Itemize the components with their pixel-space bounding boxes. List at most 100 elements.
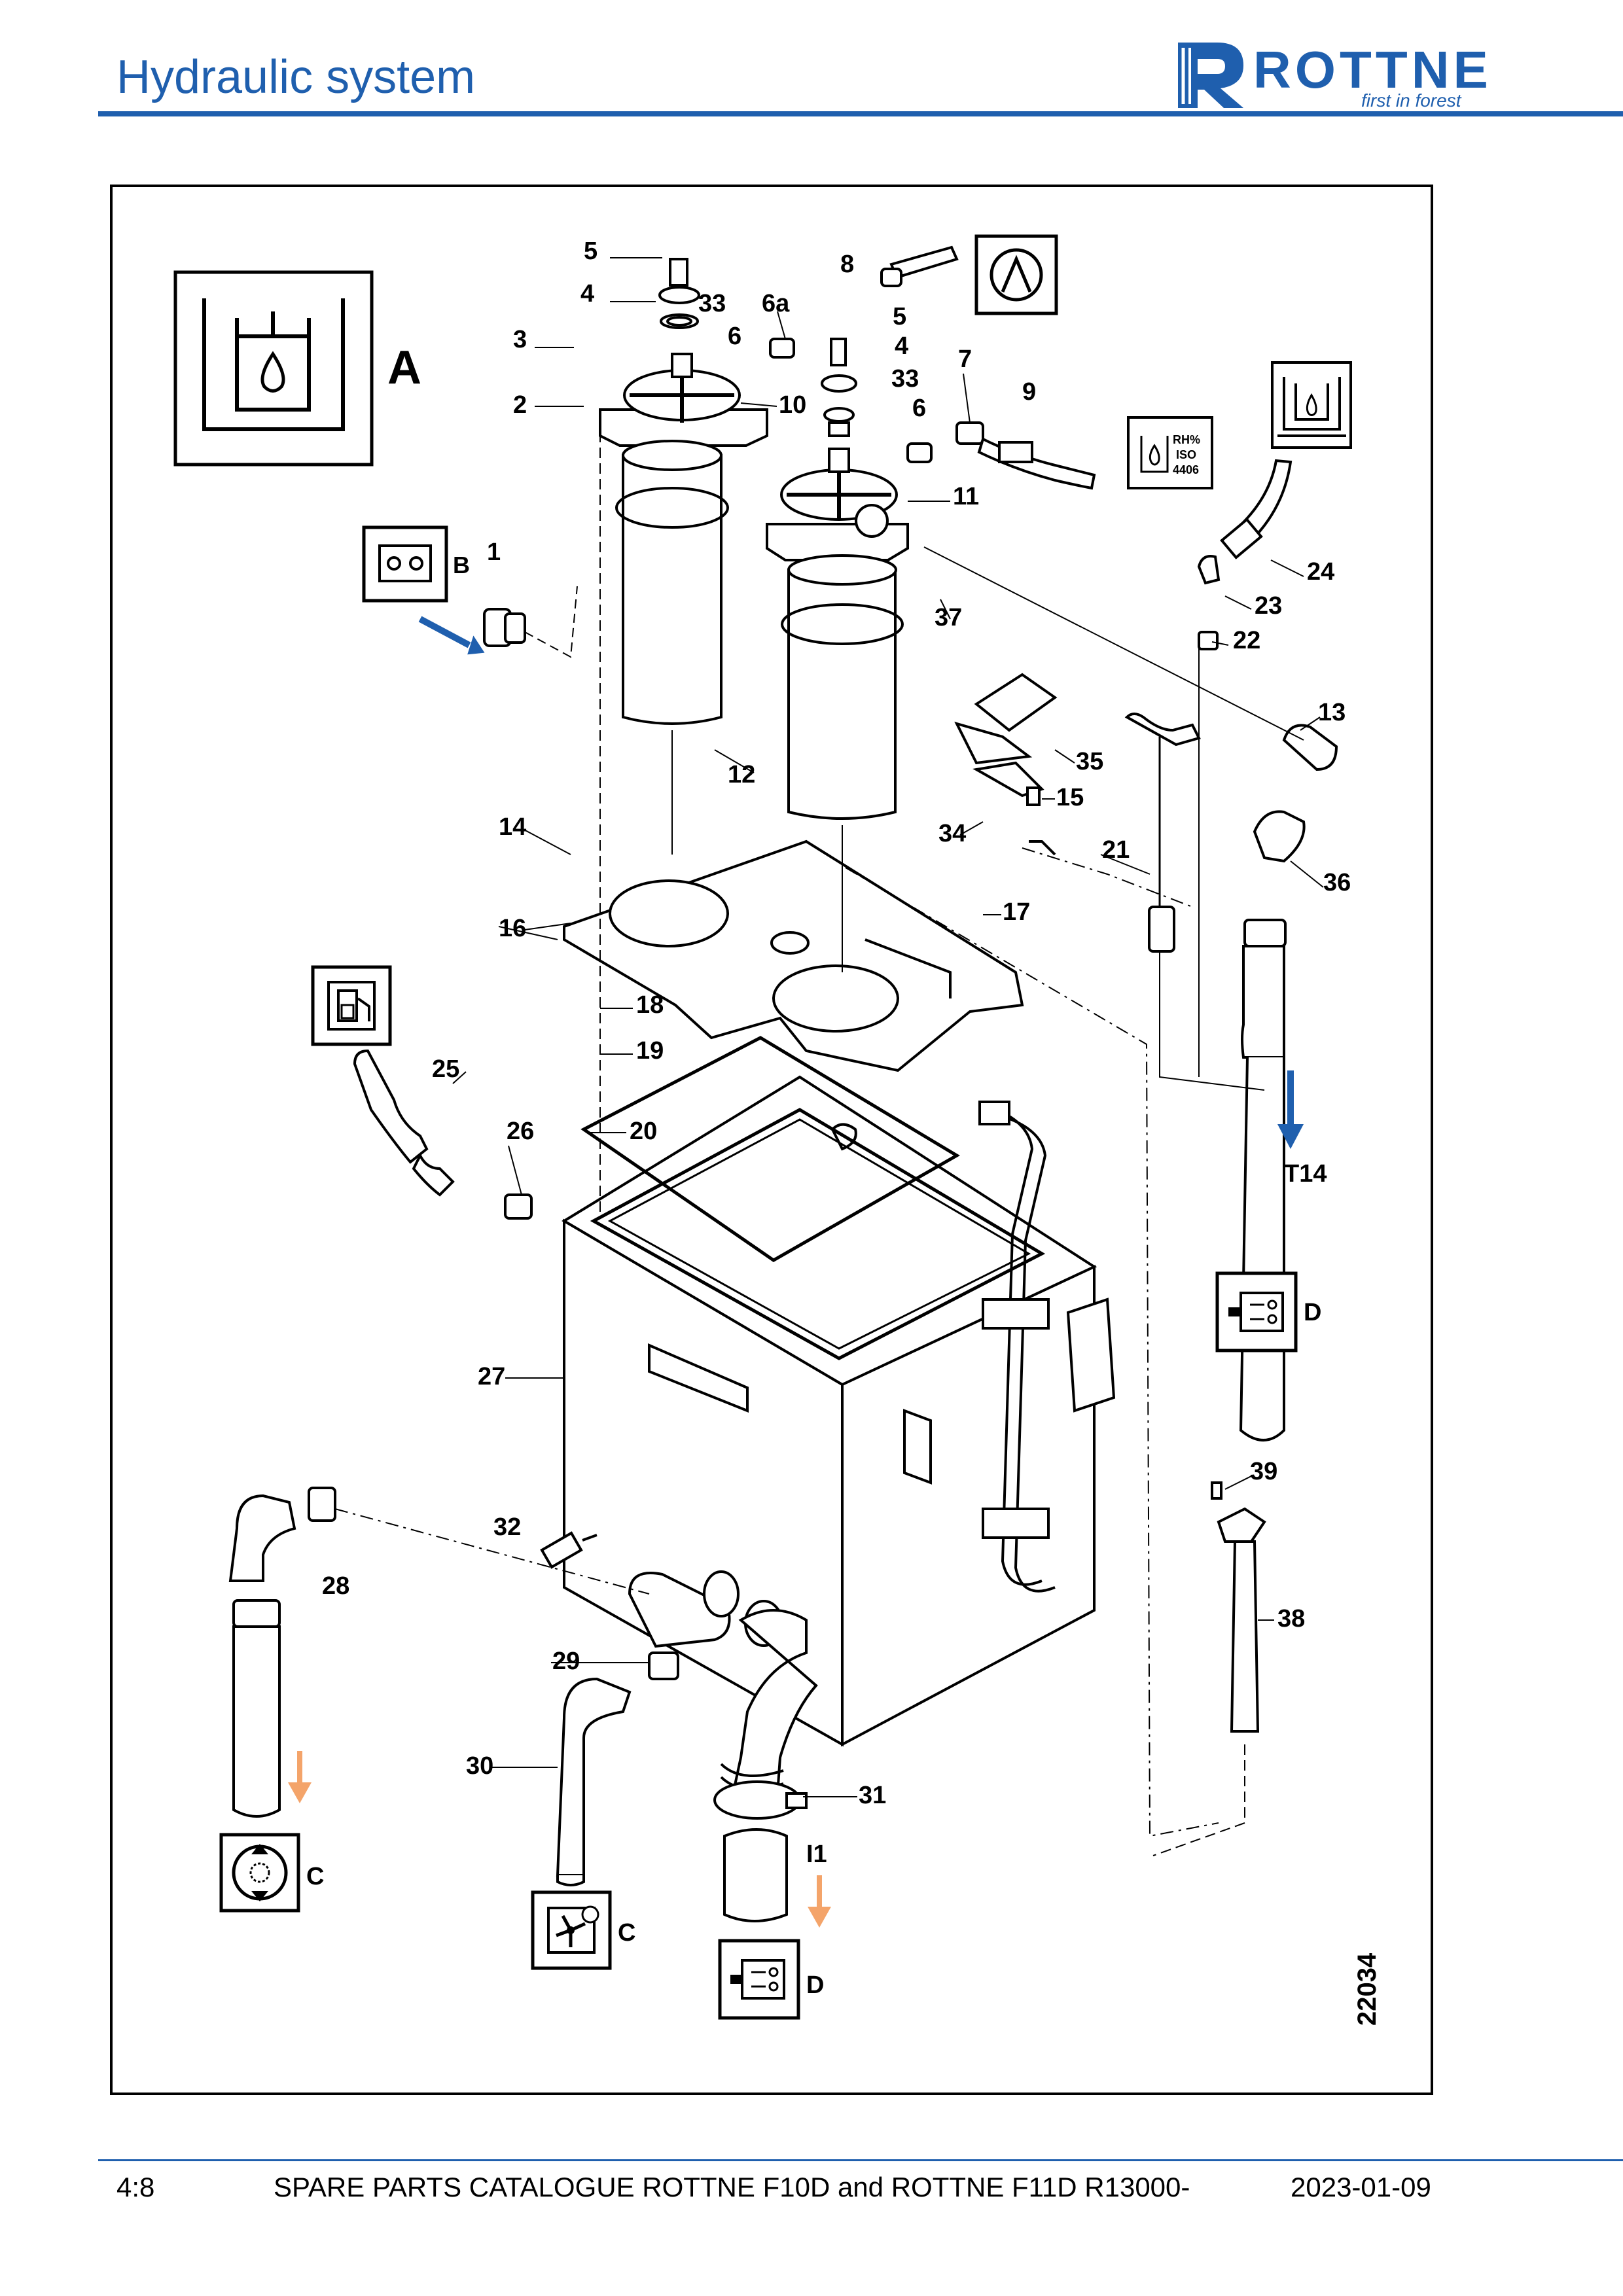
reservoir-icon: [173, 270, 374, 467]
panel-label-d-bottom: D: [806, 1971, 824, 1999]
tank-outlets: [628, 1570, 818, 1805]
svg-text:ISO: ISO: [1176, 448, 1196, 461]
callout-8: 8: [840, 251, 854, 278]
callout-10: 10: [779, 391, 806, 419]
flow-out-arrowhead-i1: [808, 1907, 831, 1928]
exploded-parts-diagram: A B: [110, 185, 1433, 2095]
callout-1: 1: [487, 539, 501, 566]
pump-dial-icon: [974, 234, 1058, 315]
reservoir-small-icon: [1271, 361, 1352, 449]
svg-text:RH%: RH%: [1173, 433, 1200, 446]
callout-38: 38: [1277, 1605, 1305, 1633]
rh-iso-icon: RH% ISO 4406: [1127, 416, 1213, 489]
suction-line-28: [228, 1487, 336, 1818]
callout-7: 7: [958, 345, 972, 373]
callout-14: 14: [499, 813, 526, 841]
flow-label-i1: I1: [806, 1841, 827, 1868]
pump-icon: [219, 1833, 300, 1913]
page-number: 4:8: [116, 2172, 155, 2202]
connector-icon: [362, 525, 448, 603]
breather-assembly: [954, 673, 1058, 856]
drawing-number: 22034: [1353, 1952, 1382, 2026]
header-divider: [98, 111, 1623, 116]
sensor-32: [540, 1531, 597, 1569]
flow-in-arrow-b: [418, 616, 471, 648]
callout-5a: 5: [584, 238, 597, 265]
callout-39: 39: [1250, 1458, 1277, 1485]
gasket-20: [580, 1036, 960, 1262]
callout-6a-label: 6a: [762, 290, 790, 317]
callout-20: 20: [630, 1118, 657, 1145]
callout-27: 27: [478, 1363, 505, 1390]
callout-4b: 4: [895, 332, 908, 360]
callout-32: 32: [493, 1513, 521, 1541]
callout-31: 31: [859, 1782, 886, 1809]
part-1-fitting: [483, 608, 526, 647]
tank-pipes: [978, 1101, 1116, 1593]
callout-11: 11: [953, 483, 979, 510]
callout-2: 2: [513, 391, 527, 419]
right-filter-housing: [766, 338, 909, 561]
callout-37: 37: [935, 604, 962, 631]
valve-block-bottom-icon: [718, 1939, 800, 2020]
left-filter-element: [615, 440, 729, 725]
logo-wordmark: ROTTNE: [1253, 41, 1492, 99]
right-filter-element: [781, 554, 904, 820]
panel-label-a: A: [387, 342, 421, 394]
catalogue-title: SPARE PARTS CATALOGUE ROTTNE F10D and RO…: [274, 2172, 1190, 2202]
mounting-plate-16: [563, 839, 1024, 1072]
hose-30: [556, 1677, 632, 1886]
callout-15: 15: [1056, 784, 1084, 811]
callout-22: 22: [1233, 627, 1260, 654]
panel-label-d-right: D: [1304, 1299, 1321, 1326]
callout-4a: 4: [580, 280, 594, 308]
panel-label-c-fan: C: [618, 1919, 635, 1947]
callout-16: 16: [499, 915, 526, 942]
panel-label-b: B: [453, 552, 470, 578]
catalogue-date: 2023-01-09: [1291, 2172, 1431, 2202]
callout-6b: 6: [912, 395, 926, 422]
callout-35: 35: [1076, 748, 1103, 775]
callout-18: 18: [636, 991, 664, 1019]
callout-21: 21: [1102, 836, 1130, 864]
callout-5b: 5: [893, 303, 906, 330]
leader-lines: [334, 416, 1304, 1856]
left-filter-housing: [599, 258, 768, 447]
flow-label-t14: T14: [1284, 1160, 1327, 1188]
callout-25: 25: [432, 1055, 459, 1083]
page-title: Hydraulic system: [116, 51, 476, 103]
callout-9: 9: [1022, 378, 1036, 406]
callout-36: 36: [1323, 869, 1351, 896]
hose-25: [353, 1049, 533, 1220]
callout-leaders: [452, 257, 1324, 1797]
flow-in-arrowhead-b: [467, 635, 485, 655]
fuel-icon: [311, 965, 392, 1046]
callout-3: 3: [513, 326, 527, 353]
callout-24: 24: [1307, 558, 1334, 586]
callouts: 1 2 3 4 4 5 5 6 6 6a 7 8 9 10 11 12 13 1…: [322, 238, 1351, 1809]
return-hose-top: [1197, 459, 1293, 650]
panel-label-c-pump: C: [306, 1863, 324, 1890]
flow-out-arrowhead-c: [288, 1782, 312, 1803]
callout-13: 13: [1318, 699, 1346, 726]
callout-19: 19: [636, 1037, 664, 1065]
rottne-logo: ROTTNE first in forest: [1171, 36, 1512, 115]
dipstick-21: [1124, 713, 1201, 953]
callout-23: 23: [1255, 592, 1282, 620]
breather-38: [1211, 1481, 1266, 1733]
callout-6a: 6: [728, 323, 741, 350]
callout-33b: 33: [891, 365, 919, 393]
rottne-logo-mark-icon: [1178, 43, 1243, 108]
valve-block-icon: [1215, 1271, 1298, 1352]
svg-text:4406: 4406: [1173, 463, 1199, 476]
callout-29: 29: [552, 1648, 580, 1675]
callout-26: 26: [507, 1118, 534, 1145]
callout-33a: 33: [698, 290, 726, 317]
callout-28: 28: [322, 1572, 349, 1600]
logo-tagline: first in forest: [1361, 90, 1461, 111]
clamp-31: [713, 1780, 808, 1922]
fittings-top: [769, 245, 1096, 490]
footer-divider: [98, 2159, 1623, 2161]
hydraulic-tank-27: [562, 1075, 1097, 1747]
fan-icon: [531, 1890, 612, 1970]
